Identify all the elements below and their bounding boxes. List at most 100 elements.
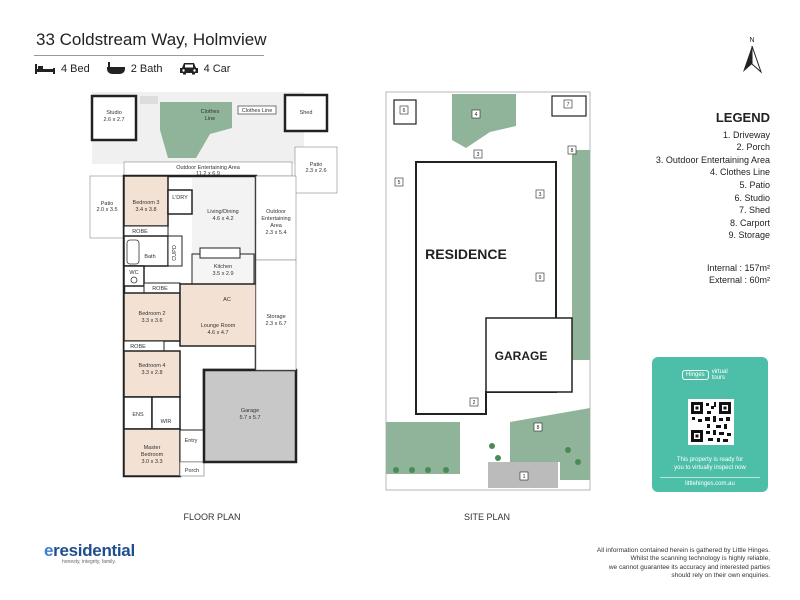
bedroom4-dims: 3.3 x 2.8: [141, 370, 162, 376]
living-dims: 4.6 x 4.2: [212, 216, 233, 222]
cupd-label: CUPD: [172, 245, 178, 261]
tour-logo: Hinges virtual tours: [682, 369, 740, 381]
car-icon: [179, 63, 198, 75]
legend-title: LEGEND: [715, 110, 770, 125]
external-label: External: [708, 275, 742, 285]
kitchen-label: Kitchen: [214, 264, 232, 270]
site-plan-label: SITE PLAN: [464, 512, 510, 522]
robe3-label: ROBE: [130, 344, 146, 350]
legend-item: 1. Driveway: [722, 129, 770, 140]
virtual-tour-card[interactable]: Hinges virtual tours This property is re…: [652, 357, 768, 492]
disclaimer-line: should rely on their own enquiries.: [671, 571, 770, 579]
entry-label: Entry: [185, 438, 198, 444]
bath-icon: [106, 62, 125, 74]
patio-right-label: Patio: [310, 162, 323, 168]
clothes-line-label: Clothes: [201, 109, 220, 115]
master-l2: Bedroom: [141, 452, 164, 458]
qr-code-icon[interactable]: [688, 399, 734, 445]
logo-e: e: [44, 541, 54, 560]
outdoor-ent-label: Outdoor Entertaining Area: [176, 165, 241, 171]
shed-label: Shed: [300, 110, 313, 116]
storage-dims: 2.3 x 6.7: [265, 321, 286, 327]
eresidential-logo: eresidential: [44, 541, 135, 561]
site-marker-4: 4: [475, 112, 478, 118]
kitchen-dims: 3.5 x 2.9: [212, 271, 233, 277]
legend-item: 5. Patio: [739, 179, 770, 190]
tours-text: tours: [711, 375, 726, 381]
garage-label: Garage: [241, 408, 259, 414]
outdoor-ent2-dims: 2.3 x 5.4: [265, 230, 286, 236]
ldry-label: L'DRY: [172, 195, 188, 201]
legend-item: 8. Carport: [729, 217, 770, 228]
bath-count: 2 Bath: [130, 62, 163, 75]
master-l1: Master: [144, 445, 161, 451]
lounge-dims: 4.6 x 4.7: [207, 330, 228, 336]
outdoor-ent2-l1: Outdoor: [266, 209, 286, 215]
robe1-label: ROBE: [132, 229, 148, 235]
garage-dims: 5.7 x 5.7: [239, 415, 260, 421]
outdoor-ent2-l3: Area: [270, 223, 283, 229]
ac-label: AC: [223, 297, 231, 303]
tour-url[interactable]: littlehinges.com.au: [660, 477, 760, 487]
area-summary: Internal : 157m² External : 60m²: [648, 262, 770, 286]
lounge-label: Lounge Room: [201, 323, 236, 329]
logo-rest: residential: [53, 541, 135, 560]
disclaimer-line: Whilst the scanning technology is highly…: [630, 555, 770, 563]
floor-plan-label: FLOOR PLAN: [183, 512, 240, 522]
outdoor-ent2-l2: Entertaining: [261, 216, 290, 222]
bed-count: 4 Bed: [61, 62, 90, 75]
site-marker-3b: 3: [539, 192, 542, 198]
ens-label: ENS: [132, 412, 144, 418]
bed-icon: [35, 63, 55, 74]
property-features: 4 Bed 2 Bath 4 Car: [34, 62, 230, 75]
site-marker-7: 7: [567, 102, 570, 108]
property-address: 33 Coldstream Way, Holmview: [36, 30, 267, 49]
residence-label: RESIDENCE: [425, 246, 507, 262]
hinges-badge: Hinges: [682, 370, 709, 380]
disclaimer-line: we cannot guarantee its accuracy and int…: [608, 563, 770, 571]
legend-item: 2. Porch: [736, 142, 770, 153]
master-dims: 3.0 x 3.3: [141, 459, 162, 465]
disclaimer-line: All information contained herein is gath…: [596, 547, 770, 554]
patio-left-label: Patio: [101, 201, 114, 207]
legend-item: 7. Shed: [738, 205, 770, 216]
virtual-text: virtual: [711, 369, 728, 375]
compass-icon: N: [743, 37, 763, 74]
wc-label: WC: [129, 270, 138, 276]
patio-right-dims: 2.3 x 2.6: [305, 168, 326, 174]
bedroom2-label: Bedroom 2: [139, 311, 166, 317]
patio-left-dims: 2.0 x 3.5: [96, 207, 117, 213]
porch-label: Porch: [185, 468, 199, 474]
external-value: : 60m²: [744, 275, 770, 285]
legend: LEGEND 1. Driveway 2. Porch 3. Outdoor E…: [648, 110, 770, 242]
site-marker-1: 1: [523, 474, 526, 480]
bedroom2-dims: 3.3 x 3.6: [141, 318, 162, 324]
header-divider: [34, 55, 264, 56]
legend-item: 9. Storage: [728, 230, 770, 241]
tour-message: This property is ready for you to virtua…: [656, 457, 764, 472]
bed-feature: 4 Bed: [34, 63, 90, 75]
living-label: Living/Dining: [207, 209, 239, 215]
clothes-line-label-2: Line: [205, 116, 215, 122]
bedroom3-dims: 3.4 x 3.8: [135, 207, 156, 213]
tour-line-2: you to virtually inspect now: [674, 464, 746, 471]
legend-item: 6. Studio: [734, 192, 770, 203]
internal-label: Internal: [706, 263, 737, 273]
legend-item: 3. Outdoor Entertaining Area: [655, 154, 770, 165]
car-count: 4 Car: [203, 62, 231, 75]
studio-label: Studio: [106, 110, 122, 116]
bedroom4-label: Bedroom 4: [139, 363, 166, 369]
site-marker-8b: 8: [537, 425, 540, 431]
legend-item: 4. Clothes Line: [709, 167, 770, 178]
tour-line-1: This property is ready for: [676, 457, 744, 463]
car-feature: 4 Car: [179, 62, 231, 75]
brand-tagline: honesty, integrity, family.: [62, 559, 116, 565]
bath-label: Bath: [144, 254, 155, 260]
clothes-line-small: Clothes Line: [242, 108, 273, 114]
site-marker-6: 6: [403, 108, 406, 114]
disclaimer: All information contained herein is gath…: [560, 547, 770, 580]
site-marker-3a: 3: [477, 152, 480, 158]
internal-value: : 157m²: [739, 263, 770, 273]
